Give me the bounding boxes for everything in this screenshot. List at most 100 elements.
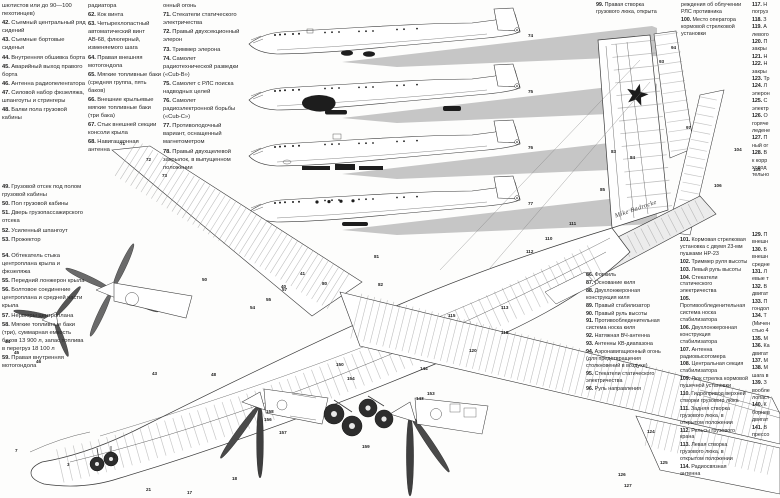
list-item: 135. М — [752, 335, 768, 342]
list-item: гондол — [752, 306, 769, 313]
list-item: ный ог — [752, 142, 769, 149]
callout-number: 125 — [660, 460, 668, 465]
list-item: 136. Ка — [752, 343, 770, 350]
callout-number: 157 — [279, 430, 287, 435]
callout-number: 3 — [67, 462, 70, 467]
list-item: 113. Левая створка грузового люка, в отк… — [680, 442, 733, 463]
side-profile-4 — [248, 175, 658, 236]
list-item: 88. Двухлонжеронная конструкция киля — [586, 287, 641, 301]
list-item: ледене — [752, 127, 771, 134]
list-item: 99. Правая створка грузового люка, откры… — [596, 2, 657, 15]
list-item: 127. П — [752, 135, 768, 142]
list-item: 103. Левый руль высоты — [680, 266, 741, 273]
list-item: ховод — [752, 164, 767, 171]
callout-number: 21 — [146, 487, 152, 492]
list-item: 129. П — [752, 232, 768, 238]
callout-number: 7 — [15, 448, 18, 453]
callout-number: 17 — [187, 490, 193, 495]
callout-number: 85 — [600, 187, 606, 192]
callout-number: 110 — [545, 236, 553, 241]
list-item: 124. Л — [752, 83, 768, 90]
parts-list-col-1c: 54. Обтекатель стыка центроплана крыла и… — [2, 252, 87, 371]
callout-number: 4 — [113, 454, 116, 459]
list-item: закры — [752, 68, 767, 75]
parts-list-col-99: 99. Правая створка грузового люка, откры… — [596, 2, 666, 17]
list-item: прессо — [752, 431, 770, 438]
tail-fin — [439, 30, 725, 277]
callout-number: 84 — [630, 155, 636, 160]
list-item: внешн — [752, 239, 769, 246]
list-item: евые т — [752, 276, 769, 283]
list-item: элерон — [752, 90, 770, 97]
list-item: 94. Аэронавигационный огонь (для предотв… — [586, 349, 661, 369]
side-profile-2 — [248, 63, 658, 124]
list-item: 125. С — [752, 98, 768, 105]
list-item: 91. Противообледенительная система носка… — [586, 318, 660, 332]
list-item: 71. Стекатели статического электричества — [163, 12, 237, 27]
list-item: 132. В — [752, 283, 768, 290]
list-item: 62. Кок винта — [88, 12, 124, 19]
callout-number: 76 — [528, 145, 534, 150]
callout-number: 41 — [300, 271, 306, 276]
callout-number: 45 — [14, 350, 20, 355]
list-item: 104. Стекатели статического электричеств… — [680, 274, 718, 295]
list-item: 76. Самолет радиоэлектронной борьбы («Cu… — [163, 98, 236, 121]
parts-list-col-1a: шютистов или до 90—100 пехотинцев)42. Съ… — [2, 2, 87, 124]
list-item: 111. Задняя створка грузового люка, в от… — [680, 405, 733, 426]
list-item: двигат — [752, 291, 769, 298]
list-item: 46. Антенна радиопеленгатора — [2, 80, 86, 87]
list-item: 122. Н — [752, 61, 768, 68]
callout-number: 104 — [734, 147, 742, 152]
list-item: 86. Форкиль — [586, 272, 617, 278]
list-item: 119. А — [752, 24, 767, 31]
list-item: 126. О — [752, 113, 768, 120]
list-item: двигат — [752, 417, 769, 424]
parts-list-col-101: 101. Кормовая стрелковая установка с дву… — [680, 237, 748, 479]
callout-number: 118 — [501, 330, 509, 335]
callout-number: 72 — [146, 157, 152, 162]
list-item: лопаст — [752, 394, 770, 401]
list-item: 138. М — [752, 365, 768, 372]
callout-number: 158 — [266, 409, 274, 414]
list-item: 117. Н — [752, 2, 768, 8]
list-item: 57. Нервюры центроплана — [2, 312, 74, 319]
callout-number: 46 — [36, 359, 42, 364]
list-item: 52. Усиленный шпангоут — [2, 227, 68, 234]
list-item: 44. Внутренняя обшивка борта — [2, 54, 86, 61]
star-marking — [627, 83, 649, 106]
list-item: 92. Натяжная ВЧ-антенна — [586, 333, 650, 340]
callout-number: 74 — [528, 33, 534, 38]
list-item: 67. Стык внешней секции консоли крыла — [88, 122, 157, 137]
callout-number: 48 — [211, 372, 217, 377]
callout-number: 150 — [336, 362, 344, 367]
parts-list-col-1b: 49. Грузовой отсек под полом грузовой ка… — [2, 183, 87, 245]
callout-number: 93 — [659, 59, 665, 64]
list-item: 75. Самолет с РЛС поиска надводных целей — [163, 80, 234, 95]
list-item: вообле — [752, 387, 770, 394]
list-item: горяче — [752, 120, 769, 127]
propeller-inner — [13, 243, 193, 357]
list-item: 53. Прожектор — [2, 236, 41, 243]
callout-number: 55 — [266, 297, 272, 302]
list-item: 59. Правая внутренняя мотогондола — [2, 354, 64, 369]
list-item: 130. Б — [752, 246, 768, 253]
list-item: 137. М — [752, 357, 768, 364]
list-item: шютистов или до 90—100 пехотинцев) — [2, 3, 72, 17]
list-item: реждения об облучении РЛС противника — [681, 2, 742, 15]
list-item: радиатора — [88, 3, 117, 9]
list-item: к корр — [752, 157, 768, 164]
callout-number: 80 — [322, 281, 328, 286]
list-item: 43. Съемные бортовые сиденья — [2, 37, 65, 52]
callout-number: 115 — [448, 313, 456, 318]
list-item: 64. Правая внешняя мотогондола — [88, 54, 143, 69]
list-item: 54. Обтекатель стыка центроплана крыла и… — [2, 253, 60, 275]
callout-number: 111 — [569, 221, 577, 226]
list-item: онный огонь — [163, 3, 197, 9]
list-item: стью 4 — [752, 328, 769, 335]
list-item: 72. Правый двухсекционный элерон — [163, 29, 240, 44]
callout-number: 77 — [528, 201, 534, 206]
wings — [111, 140, 780, 495]
list-item: 134. Т — [752, 313, 767, 320]
